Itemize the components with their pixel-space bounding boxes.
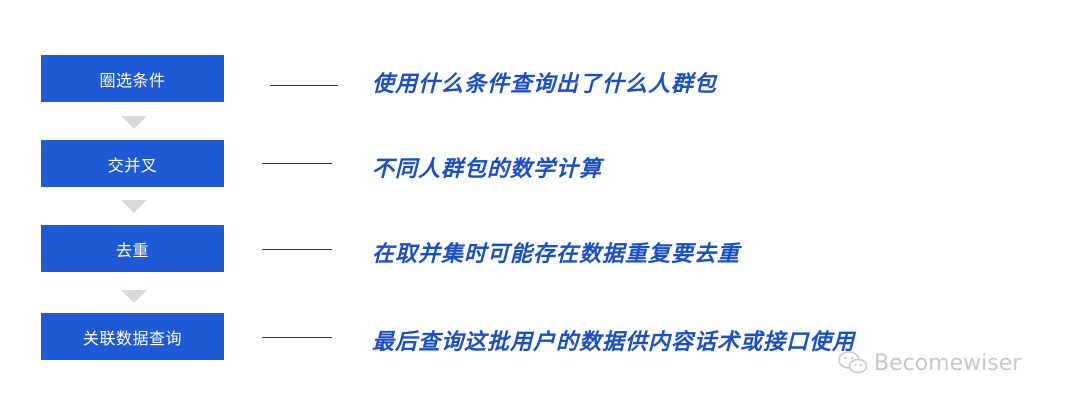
down-arrow-icon <box>121 116 147 129</box>
down-arrow-icon <box>121 200 147 213</box>
connector-line <box>262 337 332 338</box>
step-description: 最后查询这批用户的数据供内容话术或接口使用 <box>372 330 856 355</box>
step-box-linked-query: 关联数据查询 <box>41 313 224 360</box>
connector-line <box>270 85 338 86</box>
step-description: 不同人群包的数学计算 <box>372 157 603 182</box>
step-label: 交并叉 <box>107 155 158 175</box>
step-description: 使用什么条件查询出了什么人群包 <box>372 72 718 97</box>
wechat-icon <box>838 351 868 374</box>
connector-line <box>262 249 332 250</box>
step-box-dedupe: 去重 <box>41 225 224 272</box>
step-label: 关联数据查询 <box>82 328 182 348</box>
step-label: 圈选条件 <box>99 70 166 90</box>
down-arrow-icon <box>121 290 147 303</box>
step-box-select-conditions: 圈选条件 <box>41 55 224 102</box>
watermark-text: Becomewiser <box>874 350 1022 376</box>
step-label: 去重 <box>115 240 149 260</box>
connector-line <box>262 163 332 164</box>
step-box-set-operations: 交并叉 <box>41 140 224 187</box>
watermark: Becomewiser <box>838 350 1021 376</box>
step-description: 在取并集时可能存在数据重复要去重 <box>372 242 741 267</box>
